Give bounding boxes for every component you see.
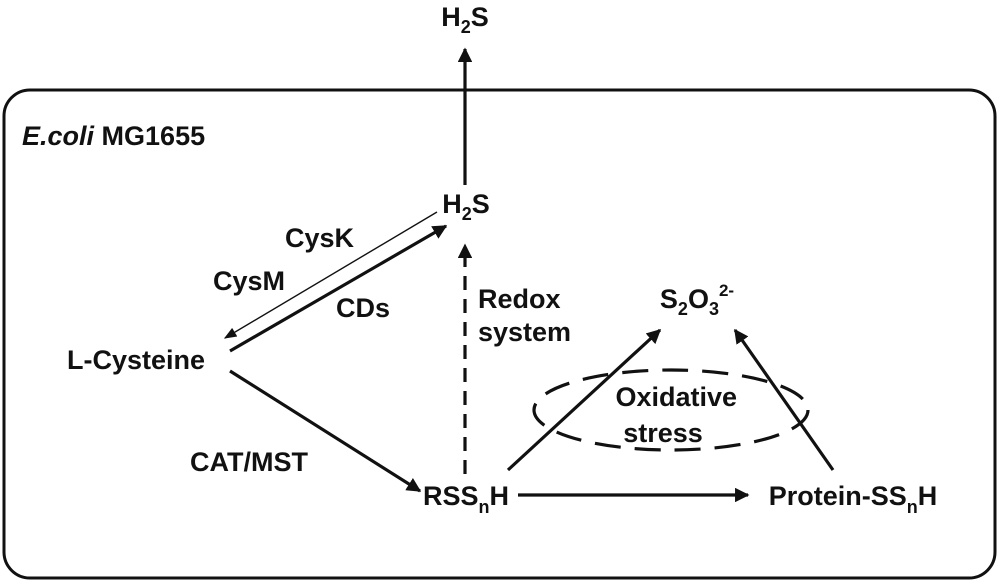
oxidative-stress-label: Oxidative stress bbox=[615, 382, 744, 448]
oxidative-stress-ellipse bbox=[532, 368, 810, 452]
cell-boundary bbox=[2, 88, 997, 580]
organism-strain: MG1655 bbox=[102, 121, 206, 151]
rssnh-to-thiosulfate-arrow bbox=[506, 328, 662, 472]
h2s-inside-label: H2S bbox=[442, 189, 490, 224]
rssnh-label: RSSnH bbox=[423, 481, 509, 517]
h2s-outside-label: H2S bbox=[441, 2, 489, 37]
cat-mst-label: CAT/MST bbox=[190, 447, 308, 477]
organism-species: E.coli bbox=[22, 121, 95, 151]
protein-to-thiosulfate-arrow bbox=[733, 328, 835, 471]
h2s-to-cysteine-arrow bbox=[223, 211, 438, 339]
redox-system-label: Redox system bbox=[478, 284, 571, 347]
cysteine-to-rssnh-arrow bbox=[229, 369, 422, 493]
organism-label: E.coli MG1655 bbox=[22, 121, 205, 151]
l-cysteine-label: L-Cysteine bbox=[67, 345, 205, 375]
cysm-label: CysM bbox=[213, 266, 285, 296]
cds-label: CDs bbox=[336, 293, 390, 323]
cysk-label: CysK bbox=[285, 223, 355, 253]
thiosulfate-label: S2O32- bbox=[660, 281, 734, 319]
protein-ssnh-label: Protein-SSnH bbox=[769, 481, 938, 517]
cysteine-to-h2s-arrow bbox=[229, 224, 448, 353]
